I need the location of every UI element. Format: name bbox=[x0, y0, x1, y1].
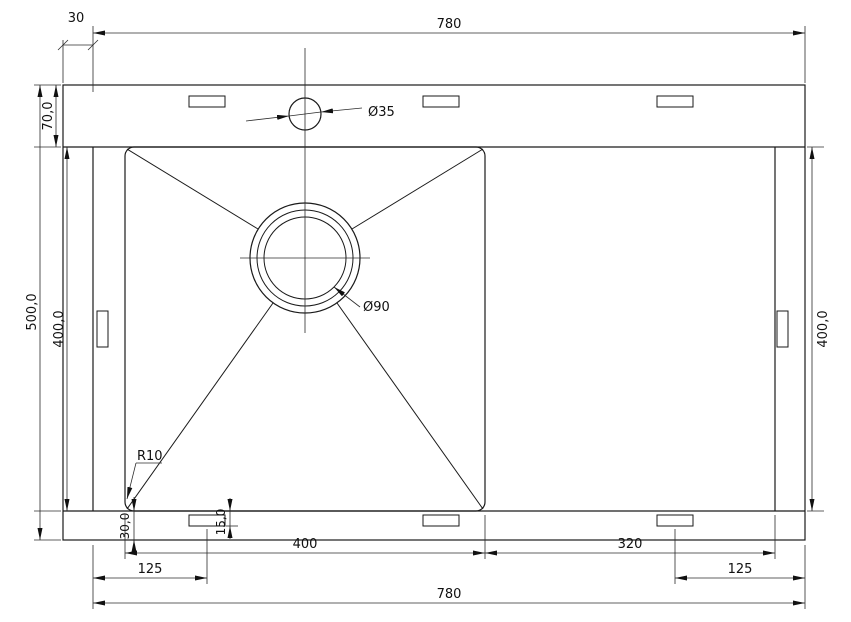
dimension-bottom-width-780: 780 bbox=[93, 587, 805, 606]
callout-corner-radius: R10 bbox=[126, 449, 163, 500]
callout-radius-label: R10 bbox=[137, 449, 163, 464]
dim-left-rim-depth-label: 70,0 bbox=[41, 102, 56, 131]
dimension-clip-offset-15: 15,0 bbox=[214, 498, 238, 539]
dim-left-overall-height-label: 500,0 bbox=[25, 293, 40, 330]
dimensions-left: 70,0 500,0 400,0 bbox=[25, 84, 70, 541]
clip-bottom-right bbox=[656, 514, 694, 527]
clip-top-right bbox=[656, 95, 694, 108]
bowl-slope-line-tl bbox=[126, 148, 259, 230]
dimension-row-400-320: 400 320 bbox=[124, 515, 776, 559]
centerlines bbox=[240, 48, 370, 333]
clip-bottom-center bbox=[422, 514, 460, 527]
mounting-clips bbox=[96, 95, 789, 527]
leader-line bbox=[126, 462, 137, 500]
dim-left-bowl-height-label: 400,0 bbox=[52, 310, 67, 347]
dimension-top-offset-30: 30 bbox=[57, 11, 99, 83]
dim-right-height-label: 400,0 bbox=[816, 310, 831, 347]
tick-left bbox=[57, 39, 69, 51]
outer-rim-rect bbox=[62, 84, 806, 541]
dimension-right-400: 400,0 bbox=[807, 146, 831, 512]
dimension-row-125-125: 125 125 bbox=[92, 529, 806, 609]
clip-right-side bbox=[776, 310, 789, 348]
clip-top-center bbox=[422, 95, 460, 108]
bowl-slope-line-bl bbox=[126, 302, 274, 510]
arrow-left bbox=[245, 114, 290, 122]
dim-bottom-width-label: 780 bbox=[437, 587, 462, 602]
dim-top-width-label: 780 bbox=[437, 17, 462, 32]
bowl-slope-line-br bbox=[336, 302, 484, 510]
dim-bowl-width-label: 400 bbox=[293, 537, 318, 552]
callout-faucet-label: Ø35 bbox=[368, 105, 395, 120]
bowl-slope-line-tr bbox=[351, 148, 484, 230]
callout-drain-diameter: Ø90 bbox=[333, 286, 390, 315]
callout-drain-label: Ø90 bbox=[363, 300, 390, 315]
dimension-top-width-780: 780 bbox=[92, 17, 806, 92]
clip-top-left bbox=[188, 95, 226, 108]
leader-line bbox=[333, 286, 361, 308]
dim-right-margin-label: 125 bbox=[728, 562, 753, 577]
dim-drainboard-width-label: 320 bbox=[618, 537, 643, 552]
clip-bottom-left bbox=[188, 514, 226, 527]
dim-clip-offset-label: 15,0 bbox=[214, 509, 228, 536]
clip-left-side bbox=[96, 310, 109, 348]
arrow-right bbox=[320, 107, 363, 114]
faucet-crosshair bbox=[288, 111, 322, 117]
sink-outline bbox=[62, 84, 806, 541]
dim-top-offset-label: 30 bbox=[68, 11, 85, 26]
callout-faucet-diameter: Ø35 bbox=[245, 105, 395, 122]
dim-left-margin-label: 125 bbox=[138, 562, 163, 577]
